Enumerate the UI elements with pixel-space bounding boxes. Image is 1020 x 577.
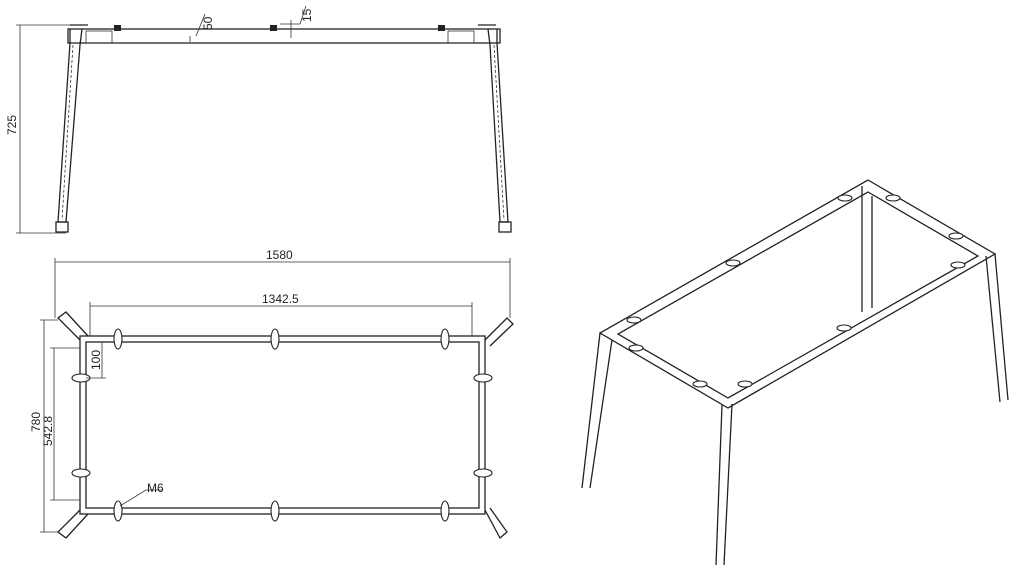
frame-top-inner [616, 191, 980, 399]
top-rail [67, 28, 501, 44]
right-bracket [447, 30, 475, 44]
inner-width-dimension [50, 347, 80, 501]
inner-width-label: 542.8 [41, 416, 55, 446]
right-leg [985, 253, 1009, 403]
front-view: 725 50 15 [5, 5, 512, 234]
rail-gap-label: 15 [300, 8, 314, 22]
thread-leader [119, 489, 162, 507]
thread-label: M6 [147, 481, 164, 495]
left-leg [57, 28, 83, 223]
overall-width-label: 780 [29, 412, 43, 432]
back-leg [861, 186, 873, 312]
plan-view: 1580 1342.5 780 542.8 100 M6 [29, 248, 514, 540]
overall-length-label: 1580 [266, 248, 293, 262]
corner-bracket-bl [57, 509, 89, 539]
inner-length-dimension [89, 302, 473, 336]
overall-length-dimension [54, 258, 511, 318]
height-label: 725 [5, 115, 19, 135]
corner-offset-label: 100 [89, 350, 103, 370]
corner-offset-dimension [86, 342, 106, 379]
pad-right [438, 25, 445, 31]
corner-bracket-br [484, 507, 508, 540]
rail-height-label: 50 [201, 16, 215, 30]
frame-top-outer [598, 179, 997, 409]
height-dimension [16, 24, 70, 234]
left-bracket [85, 30, 113, 44]
clips [71, 328, 493, 522]
pad-center [270, 25, 277, 31]
left-leg [581, 332, 613, 489]
perspective-view [581, 179, 1009, 566]
frame-inner [85, 341, 480, 509]
pad-left [114, 25, 121, 31]
corner-bracket-tl [57, 311, 89, 341]
overall-width-dimension [40, 319, 58, 533]
front-leg [715, 403, 733, 566]
perspective-clips [626, 194, 966, 388]
inner-length-label: 1342.5 [262, 292, 299, 306]
right-leg [487, 28, 509, 223]
frame-outer [79, 335, 486, 515]
corner-bracket-tr [484, 317, 514, 347]
